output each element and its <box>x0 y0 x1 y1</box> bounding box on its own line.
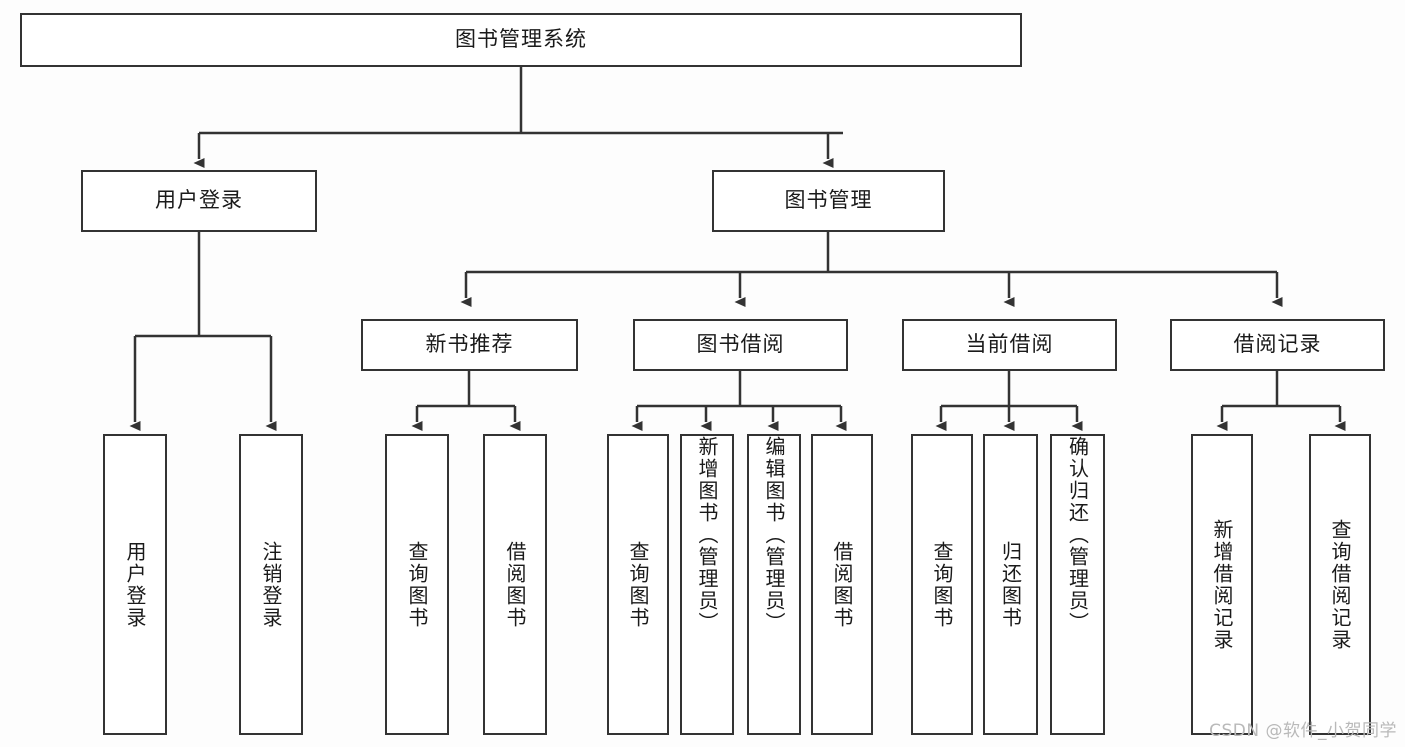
node-label: 图书管理 <box>784 188 873 213</box>
leaf-borrow-add-book-admin[interactable]: 新增图书（管理员） <box>680 434 734 735</box>
node-label: 当前借阅 <box>965 332 1054 357</box>
node-label: 图书管理系统 <box>455 27 587 52</box>
node-label: 图书借阅 <box>696 332 785 357</box>
leaf-user-login-login[interactable]: 用户登录 <box>103 434 167 735</box>
leaf-borrow-query-book[interactable]: 查询图书 <box>607 434 669 735</box>
node-label: 新增图书（管理员） <box>695 436 719 634</box>
node-label: 用户登录 <box>123 540 147 629</box>
node-label: 借阅图书 <box>830 540 854 629</box>
leaf-new-book-query[interactable]: 查询图书 <box>385 434 449 735</box>
node-label: 查询图书 <box>405 540 429 629</box>
node-borrow-records[interactable]: 借阅记录 <box>1170 319 1385 371</box>
node-label: 用户登录 <box>155 188 243 213</box>
leaf-borrow-borrow-book[interactable]: 借阅图书 <box>811 434 873 735</box>
node-user-login[interactable]: 用户登录 <box>81 170 317 232</box>
node-label: 编辑图书（管理员） <box>762 436 786 634</box>
node-book-borrow[interactable]: 图书借阅 <box>633 319 848 371</box>
leaf-user-login-logout[interactable]: 注销登录 <box>239 434 303 735</box>
node-label: 新书推荐 <box>425 332 514 357</box>
node-label: 查询图书 <box>930 540 954 629</box>
node-current-borrow[interactable]: 当前借阅 <box>902 319 1117 371</box>
leaf-current-confirm-return-admin[interactable]: 确认归还（管理员） <box>1050 434 1105 735</box>
leaf-new-book-borrow[interactable]: 借阅图书 <box>483 434 547 735</box>
node-label: 新增借阅记录 <box>1210 518 1234 651</box>
node-label: 查询借阅记录 <box>1328 518 1352 651</box>
node-root-library-system[interactable]: 图书管理系统 <box>20 13 1022 67</box>
node-label: 借阅记录 <box>1233 332 1322 357</box>
node-book-management[interactable]: 图书管理 <box>712 170 945 232</box>
node-label: 查询图书 <box>626 540 650 629</box>
node-label: 注销登录 <box>259 540 283 629</box>
node-label: 归还图书 <box>998 540 1023 629</box>
node-label: 借阅图书 <box>503 540 527 629</box>
leaf-current-return-book[interactable]: 归还图书 <box>983 434 1038 735</box>
leaf-records-add-record[interactable]: 新增借阅记录 <box>1191 434 1253 735</box>
leaf-records-query-record[interactable]: 查询借阅记录 <box>1309 434 1371 735</box>
node-new-book-recommend[interactable]: 新书推荐 <box>361 319 578 371</box>
leaf-borrow-edit-book-admin[interactable]: 编辑图书（管理员） <box>747 434 801 735</box>
watermark: CSDN @软件_小贺同学 <box>1209 721 1397 741</box>
leaf-current-query-book[interactable]: 查询图书 <box>911 434 973 735</box>
node-label: 确认归还（管理员） <box>1065 436 1090 634</box>
